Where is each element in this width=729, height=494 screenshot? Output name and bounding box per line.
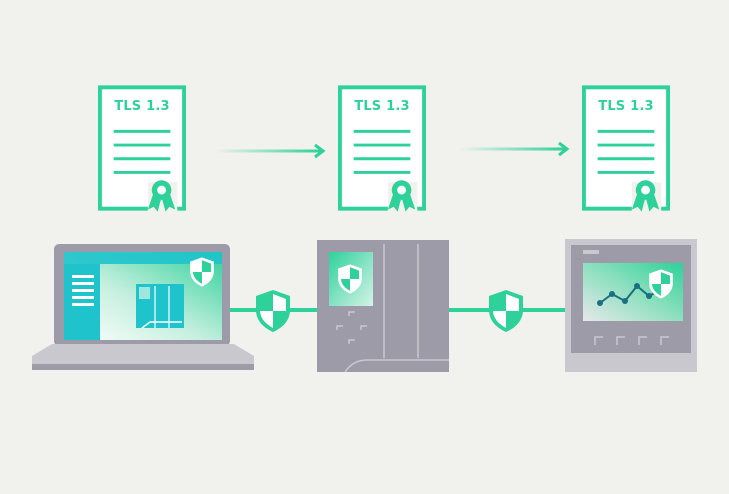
certificate-title: TLS 1.3: [598, 99, 654, 114]
arrow-right-icon: [215, 143, 326, 159]
certificate-3: TLS 1.3: [581, 84, 671, 200]
arrow-right-icon: [459, 141, 570, 157]
shield-icon: [336, 263, 364, 295]
certificate-title: TLS 1.3: [354, 99, 410, 114]
laptop-icon: [32, 244, 254, 370]
plc-controller-icon: [317, 240, 449, 372]
certificate-1: TLS 1.3: [97, 84, 187, 200]
shield-icon: [647, 268, 675, 300]
certificate-title: TLS 1.3: [114, 99, 170, 114]
certificate-2: TLS 1.3: [337, 84, 427, 200]
hmi-panel-icon: [565, 239, 697, 372]
shield-icon: [188, 256, 216, 288]
shield-icon: [253, 288, 293, 334]
shield-icon: [486, 288, 526, 334]
